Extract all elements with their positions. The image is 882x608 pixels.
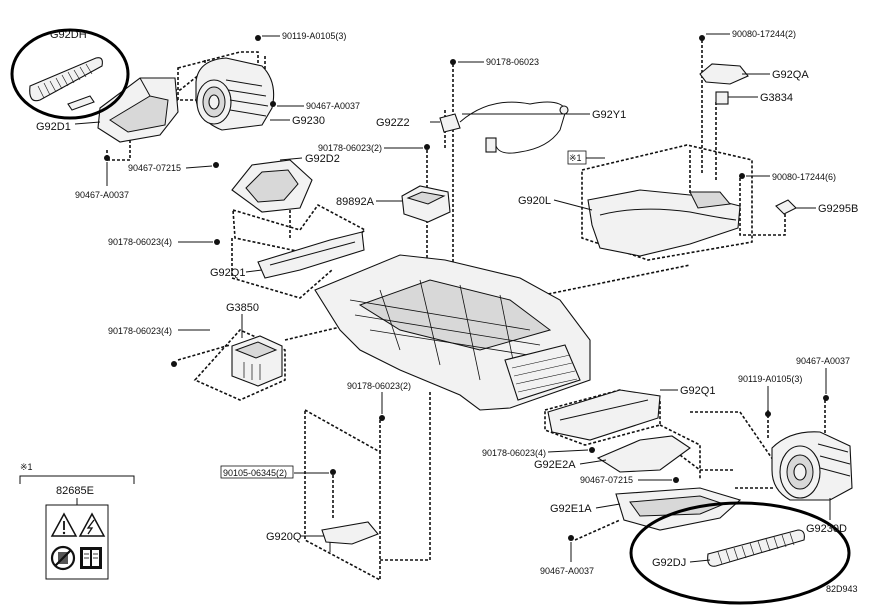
label-90467-a0037-d: 90467-A0037 [540, 566, 594, 576]
bolt-icon [214, 239, 220, 245]
label-90467-a0037-c: 90467-A0037 [796, 356, 850, 366]
label-g92d2: G92D2 [305, 153, 340, 165]
clip-g9295b [775, 199, 797, 215]
harness-g92y1 [439, 101, 569, 154]
legend-part-number: 82685E [56, 485, 94, 497]
ecu-89892a [401, 185, 451, 223]
label-g92e1a: G92E1A [550, 503, 592, 515]
label-90178-06023: 90178-06023 [486, 57, 539, 67]
label-g920l: G920L [518, 195, 551, 207]
highlight-ring-g92dj [629, 501, 851, 605]
label-g3850: G3850 [226, 302, 259, 314]
bolt-icon [568, 535, 574, 541]
label-90119-a0105-bottom: 90119-A0105(3) [738, 374, 802, 384]
sensor-g3834 [715, 91, 729, 105]
bolt-icon [450, 59, 456, 65]
bolt-icon [330, 469, 336, 475]
label-90467-a0037-a: 90467-A0037 [306, 101, 360, 111]
bolt-icon [255, 35, 261, 41]
air-duct-g92q1-lower [547, 389, 661, 441]
callout-labels: G92DH G92D1 90119-A0105(3) 90467-A0037 G… [36, 29, 858, 594]
label-g92qa: G92QA [772, 69, 809, 81]
bolt-icon [589, 447, 595, 453]
label-g9295b: G9295B [818, 203, 858, 215]
label-g920q: G920Q [266, 531, 302, 543]
air-duct-g92q1-upper [257, 231, 365, 279]
label-90178-06023-2-b: 90178-06023(2) [347, 381, 411, 391]
bracket-g920q [321, 521, 379, 552]
label-90080-17244-6: 90080-17244(6) [772, 172, 836, 182]
bolt-icon [213, 162, 219, 168]
duct-g92e1a [615, 487, 742, 531]
label-g92d1: G92D1 [36, 121, 71, 133]
label-90467-a0037-b: 90467-A0037 [75, 190, 129, 200]
label-g92y1: G92Y1 [592, 109, 626, 121]
filter-g92dh [29, 57, 103, 111]
label-g92q1-a: G92Q1 [210, 267, 245, 279]
figure-id: 82D943 [826, 584, 858, 594]
label-g92q1-b: G92Q1 [680, 385, 715, 397]
bolt-icon [673, 477, 679, 483]
label-89892a: 89892A [336, 196, 375, 208]
warning-triangle-icon [50, 512, 78, 537]
highlight-ring-g92dh [10, 28, 130, 120]
no-disassembly-icon [50, 545, 76, 571]
legend-warning-label: ※1 82685E [19, 462, 135, 580]
label-90178-06023-2-a: 90178-06023(2) [318, 143, 382, 153]
cover-g920l [587, 189, 741, 257]
bolt-icon [104, 155, 110, 161]
leader-lines [74, 33, 831, 563]
label-g3834: G3834 [760, 92, 793, 104]
electric-hazard-icon [78, 512, 106, 537]
label-90467-07215-a: 90467-07215 [128, 163, 181, 173]
note-box [220, 465, 294, 479]
label-g9230: G9230 [292, 115, 325, 127]
label-90178-06023-4-c: 90178-06023(4) [482, 448, 546, 458]
label-mark1: ※1 [569, 153, 582, 163]
label-g92dj: G92DJ [652, 557, 686, 569]
relay-g3850 [231, 335, 283, 387]
label-g92dh: G92DH [50, 29, 87, 41]
air-duct-g92d2 [231, 159, 313, 213]
read-manual-icon [80, 547, 102, 569]
legend-mark: ※1 [20, 462, 33, 472]
blower-assembly-left [195, 57, 275, 131]
air-duct-upper-left [97, 77, 179, 143]
filter-g92dj [707, 529, 805, 567]
label-90119-a0105-top: 90119-A0105(3) [282, 31, 346, 41]
label-90105-06345: 90105-06345(2) [223, 468, 287, 478]
bolt-icon [699, 35, 705, 41]
label-g92z2: G92Z2 [376, 117, 410, 129]
label-g9230d: G9230D [806, 523, 847, 535]
label-90080-17244-2: 90080-17244(2) [732, 29, 796, 39]
bolt-icon [424, 144, 430, 150]
bolt-icons [104, 35, 829, 541]
bolt-icon [765, 411, 771, 417]
bolt-icon [823, 395, 829, 401]
duct-g92e2a [596, 435, 691, 473]
hybrid-battery-assembly [314, 254, 591, 411]
bolt-icon [739, 173, 745, 179]
blower-assembly-right [771, 431, 853, 501]
bolt-icon [270, 101, 276, 107]
bracket-g92qa [699, 63, 749, 85]
bolt-icon [171, 361, 177, 367]
bolt-icon [379, 415, 385, 421]
label-g92e2a: G92E2A [534, 459, 576, 471]
label-90178-06023-4-b: 90178-06023(4) [108, 326, 172, 336]
label-90178-06023-4-a: 90178-06023(4) [108, 237, 172, 247]
label-90467-07215-b: 90467-07215 [580, 475, 633, 485]
